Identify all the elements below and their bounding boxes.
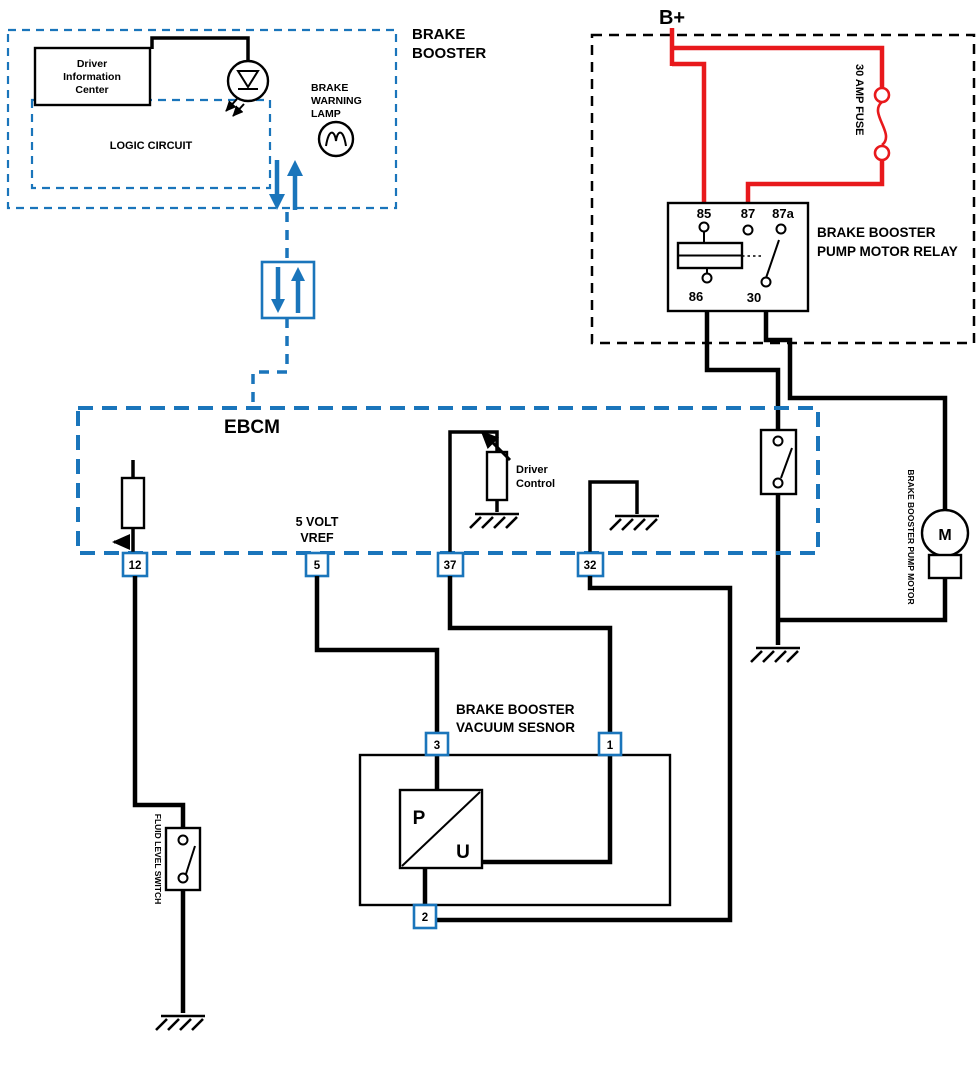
- sensor-pin-1-label: 1: [607, 740, 614, 752]
- pressure-transducer-icon: P U: [398, 788, 484, 870]
- sensor-name-line1: BRAKE BOOSTER: [456, 702, 575, 717]
- driver-arrow-icon: [480, 430, 512, 462]
- ground-icon-pin32: [608, 514, 661, 532]
- sensor-pin-3-label: 3: [434, 740, 440, 752]
- relay-terminal-87a-label: 87a: [772, 206, 794, 221]
- brake-booster-dashed-box: [6, 28, 398, 210]
- relay-dashed-box: [590, 33, 976, 345]
- wire-32-to-pin2: [436, 576, 733, 923]
- ebcm-pin-32-label: 32: [584, 560, 597, 572]
- wire-dic-to-led: [150, 36, 250, 61]
- warning-lamp-label-line2: WARNING: [311, 95, 362, 107]
- wire-fuse-feed: [670, 45, 885, 88]
- connector-arrow-up-head: [291, 267, 305, 281]
- relay-terminal-85-label: 85: [697, 206, 711, 221]
- fluid-level-switch-icon: [164, 826, 202, 892]
- sensor-wire-pin1: [482, 755, 613, 865]
- pressure-switch-icon: [759, 428, 798, 496]
- connector-arrow-down-head: [271, 299, 285, 313]
- vref-label-line1: 5 VOLT: [296, 515, 339, 529]
- warning-lamp-label-line1: BRAKE: [311, 82, 348, 94]
- sensor-pin-2-label: 2: [422, 912, 428, 924]
- brake-booster-module: LOGIC CIRCUIT Driver Information Center …: [6, 26, 486, 210]
- driver-control-icon: [485, 450, 509, 502]
- ebcm-pin-12-label: 12: [129, 560, 142, 572]
- wire-30-to-motor: [763, 311, 948, 510]
- data-bus-lower: [251, 318, 289, 406]
- terminal-87a-dot: [775, 223, 787, 235]
- sensor-name-line2: VACUUM SESNOR: [456, 720, 575, 735]
- relay-terminal-87-label: 87: [741, 206, 755, 221]
- driver-info-line3: Center: [75, 84, 108, 96]
- warning-lamp-label-line3: LAMP: [311, 108, 341, 120]
- pin32-ground-wire: [588, 480, 639, 553]
- driver-control-label-line1: Driver: [516, 464, 549, 476]
- data-connector-box: [260, 260, 316, 320]
- driver-control-label-line2: Control: [516, 478, 555, 490]
- led-indicator-icon: [225, 59, 270, 117]
- wire-37-to-pin1: [447, 576, 613, 733]
- fluid-level-switch-circuit: FLUID LEVEL SWITCH: [132, 576, 207, 1032]
- relay-name-line2: PUMP MOTOR RELAY: [817, 244, 958, 259]
- sensor-pin-1: [597, 731, 623, 757]
- pump-motor-label: BRAKE BOOSTER PUMP MOTOR: [906, 469, 916, 604]
- sensor-pin-3: [424, 731, 450, 757]
- wire-vref-to-pin3: [314, 576, 440, 733]
- wire-fuse-to-87: [745, 160, 885, 203]
- ebcm-dashed-box: [76, 406, 820, 555]
- ebcm-title: EBCM: [224, 417, 280, 438]
- brake-booster-title-line2: BOOSTER: [412, 45, 486, 62]
- driver-info-line2: Information: [63, 71, 121, 83]
- pump-motor-icon: M: [920, 508, 970, 580]
- logic-circuit-label: LOGIC CIRCUIT: [110, 140, 193, 152]
- ebcm-pin-37-label: 37: [444, 560, 457, 572]
- terminal-86-dot: [701, 272, 713, 284]
- driver-info-line1: Driver: [77, 58, 107, 70]
- ground-icon-fluid-switch: [154, 1014, 207, 1032]
- relay-box: [666, 201, 810, 313]
- motor-m-label: M: [938, 527, 951, 544]
- internal-resistor-icon: [120, 476, 146, 530]
- fluid-level-switch-label: FLUID LEVEL SWITCH: [153, 814, 163, 905]
- lamp-icon: [317, 120, 355, 158]
- relay-terminal-86-label: 86: [689, 289, 703, 304]
- vref-label-line2: VREF: [300, 531, 334, 545]
- ebcm-pin-5-label: 5: [314, 560, 321, 572]
- ground-icon-pump: [749, 646, 802, 664]
- wire-12-to-switch: [132, 576, 186, 828]
- sensor-pin-2: [412, 903, 438, 930]
- fuse-icon: [873, 86, 891, 162]
- sensor-u-label: U: [456, 842, 470, 863]
- driver-info-center-box: [33, 46, 152, 107]
- wire-motor-return: [778, 577, 948, 623]
- terminal-87-dot: [742, 224, 754, 236]
- data-arrow-up-head: [287, 160, 303, 176]
- fuse-label: 30 AMP FUSE: [853, 64, 865, 136]
- relay-terminal-30-label: 30: [747, 290, 761, 305]
- brake-booster-title-line1: BRAKE: [412, 26, 465, 43]
- ground-icon-driver: [468, 512, 521, 530]
- vacuum-sensor-circuit: BRAKE BOOSTER VACUUM SESNOR P U 3 1 2: [314, 576, 733, 930]
- wire-86-to-switch: [704, 311, 781, 430]
- relay-circuit: B+ 30 AMP FUSE 85 87 87a 86 30 BR: [590, 7, 976, 345]
- serial-data-link: [251, 160, 316, 406]
- b-plus-label: B+: [659, 7, 685, 29]
- pump-motor-circuit: M BRAKE BOOSTER PUMP MOTOR: [704, 311, 970, 664]
- relay-contact-blade: [765, 239, 780, 279]
- ebcm-module: EBCM 5 VOLT VREF Driver Control 12 5 37 …: [76, 406, 820, 578]
- wire-85-feed: [672, 61, 707, 203]
- data-arrow-down-head: [269, 194, 285, 210]
- relay-name-line1: BRAKE BOOSTER: [817, 225, 936, 240]
- sensor-p-label: P: [413, 808, 426, 829]
